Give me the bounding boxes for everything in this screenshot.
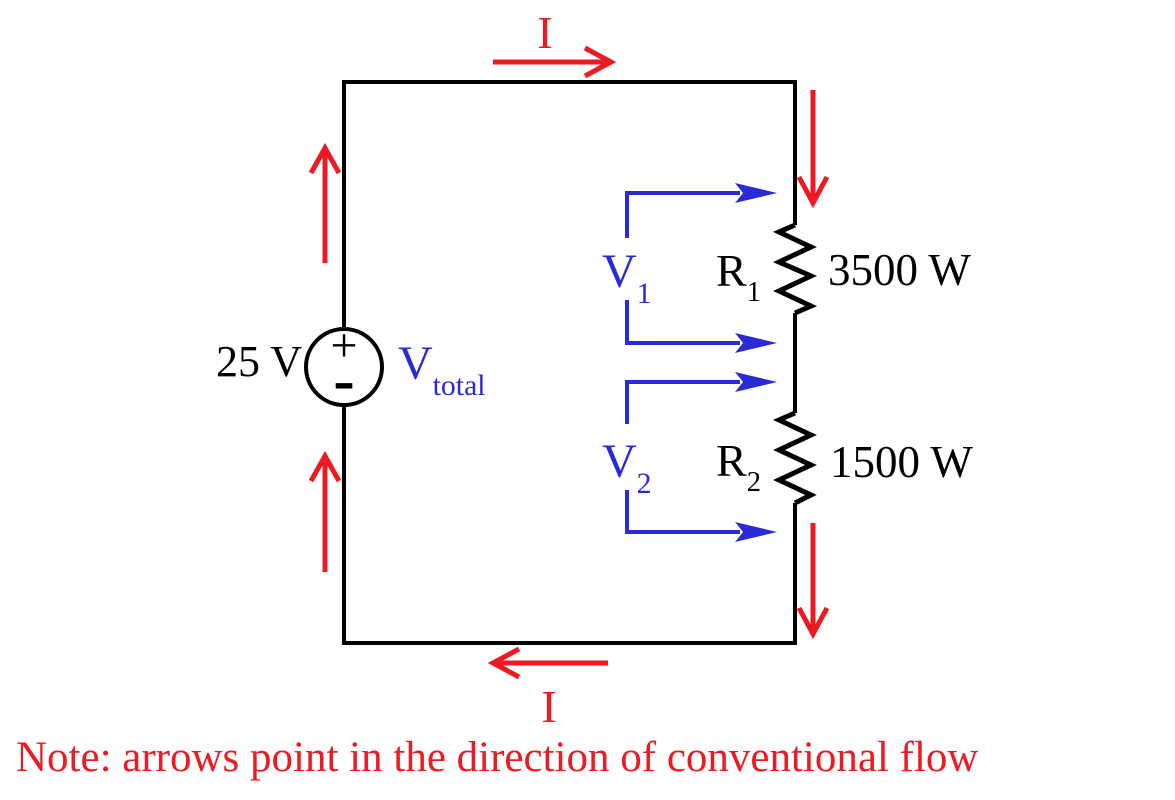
v2-label-sub: 2 bbox=[636, 466, 652, 500]
voltage-arrow-v2-bottom bbox=[625, 490, 777, 542]
r2-label-main: R bbox=[716, 435, 747, 486]
r2-label-sub: 2 bbox=[746, 467, 761, 499]
current-arrow-bottom bbox=[487, 646, 608, 680]
v2-label-main: V bbox=[602, 435, 637, 488]
v1-label: V1 bbox=[602, 245, 652, 309]
current-label-top: I bbox=[537, 7, 553, 58]
resistor-r1-zigzag bbox=[772, 222, 818, 316]
source-value-label: 25 V bbox=[216, 337, 302, 386]
current-arrow-right-upper bbox=[796, 90, 830, 209]
current-arrow-left-upper bbox=[308, 142, 342, 263]
source-minus-sign: - bbox=[333, 344, 355, 415]
r2-label: R2 bbox=[716, 435, 761, 498]
r1-label-sub: 1 bbox=[746, 277, 761, 309]
voltage-arrow-v1-bottom bbox=[625, 300, 777, 353]
current-arrow-right-lower bbox=[796, 523, 830, 640]
note-text: Note: arrows point in the direction of c… bbox=[16, 734, 979, 781]
source-name-sub: total bbox=[432, 368, 486, 402]
r1-value-label: 3500 W bbox=[828, 245, 971, 295]
current-label-bottom: I bbox=[541, 681, 557, 732]
voltage-source-symbol bbox=[304, 327, 384, 407]
r1-label-main: R bbox=[716, 245, 747, 296]
voltage-arrow-v1-top bbox=[625, 183, 777, 238]
v1-label-sub: 1 bbox=[636, 276, 652, 310]
current-arrow-top bbox=[493, 45, 617, 79]
resistor-r2-zigzag bbox=[772, 410, 817, 506]
source-name-main: V bbox=[398, 337, 433, 390]
v2-label: V2 bbox=[602, 435, 652, 499]
v1-label-main: V bbox=[602, 245, 637, 298]
r1-label: R1 bbox=[716, 245, 761, 308]
source-plus-sign: + bbox=[330, 318, 358, 372]
voltage-arrow-v2-top bbox=[625, 372, 777, 424]
r2-value-label: 1500 W bbox=[830, 437, 973, 487]
circuit-wire-loop bbox=[342, 80, 797, 645]
current-arrow-left-lower bbox=[308, 450, 342, 572]
source-name-label: Vtotal bbox=[398, 337, 486, 401]
